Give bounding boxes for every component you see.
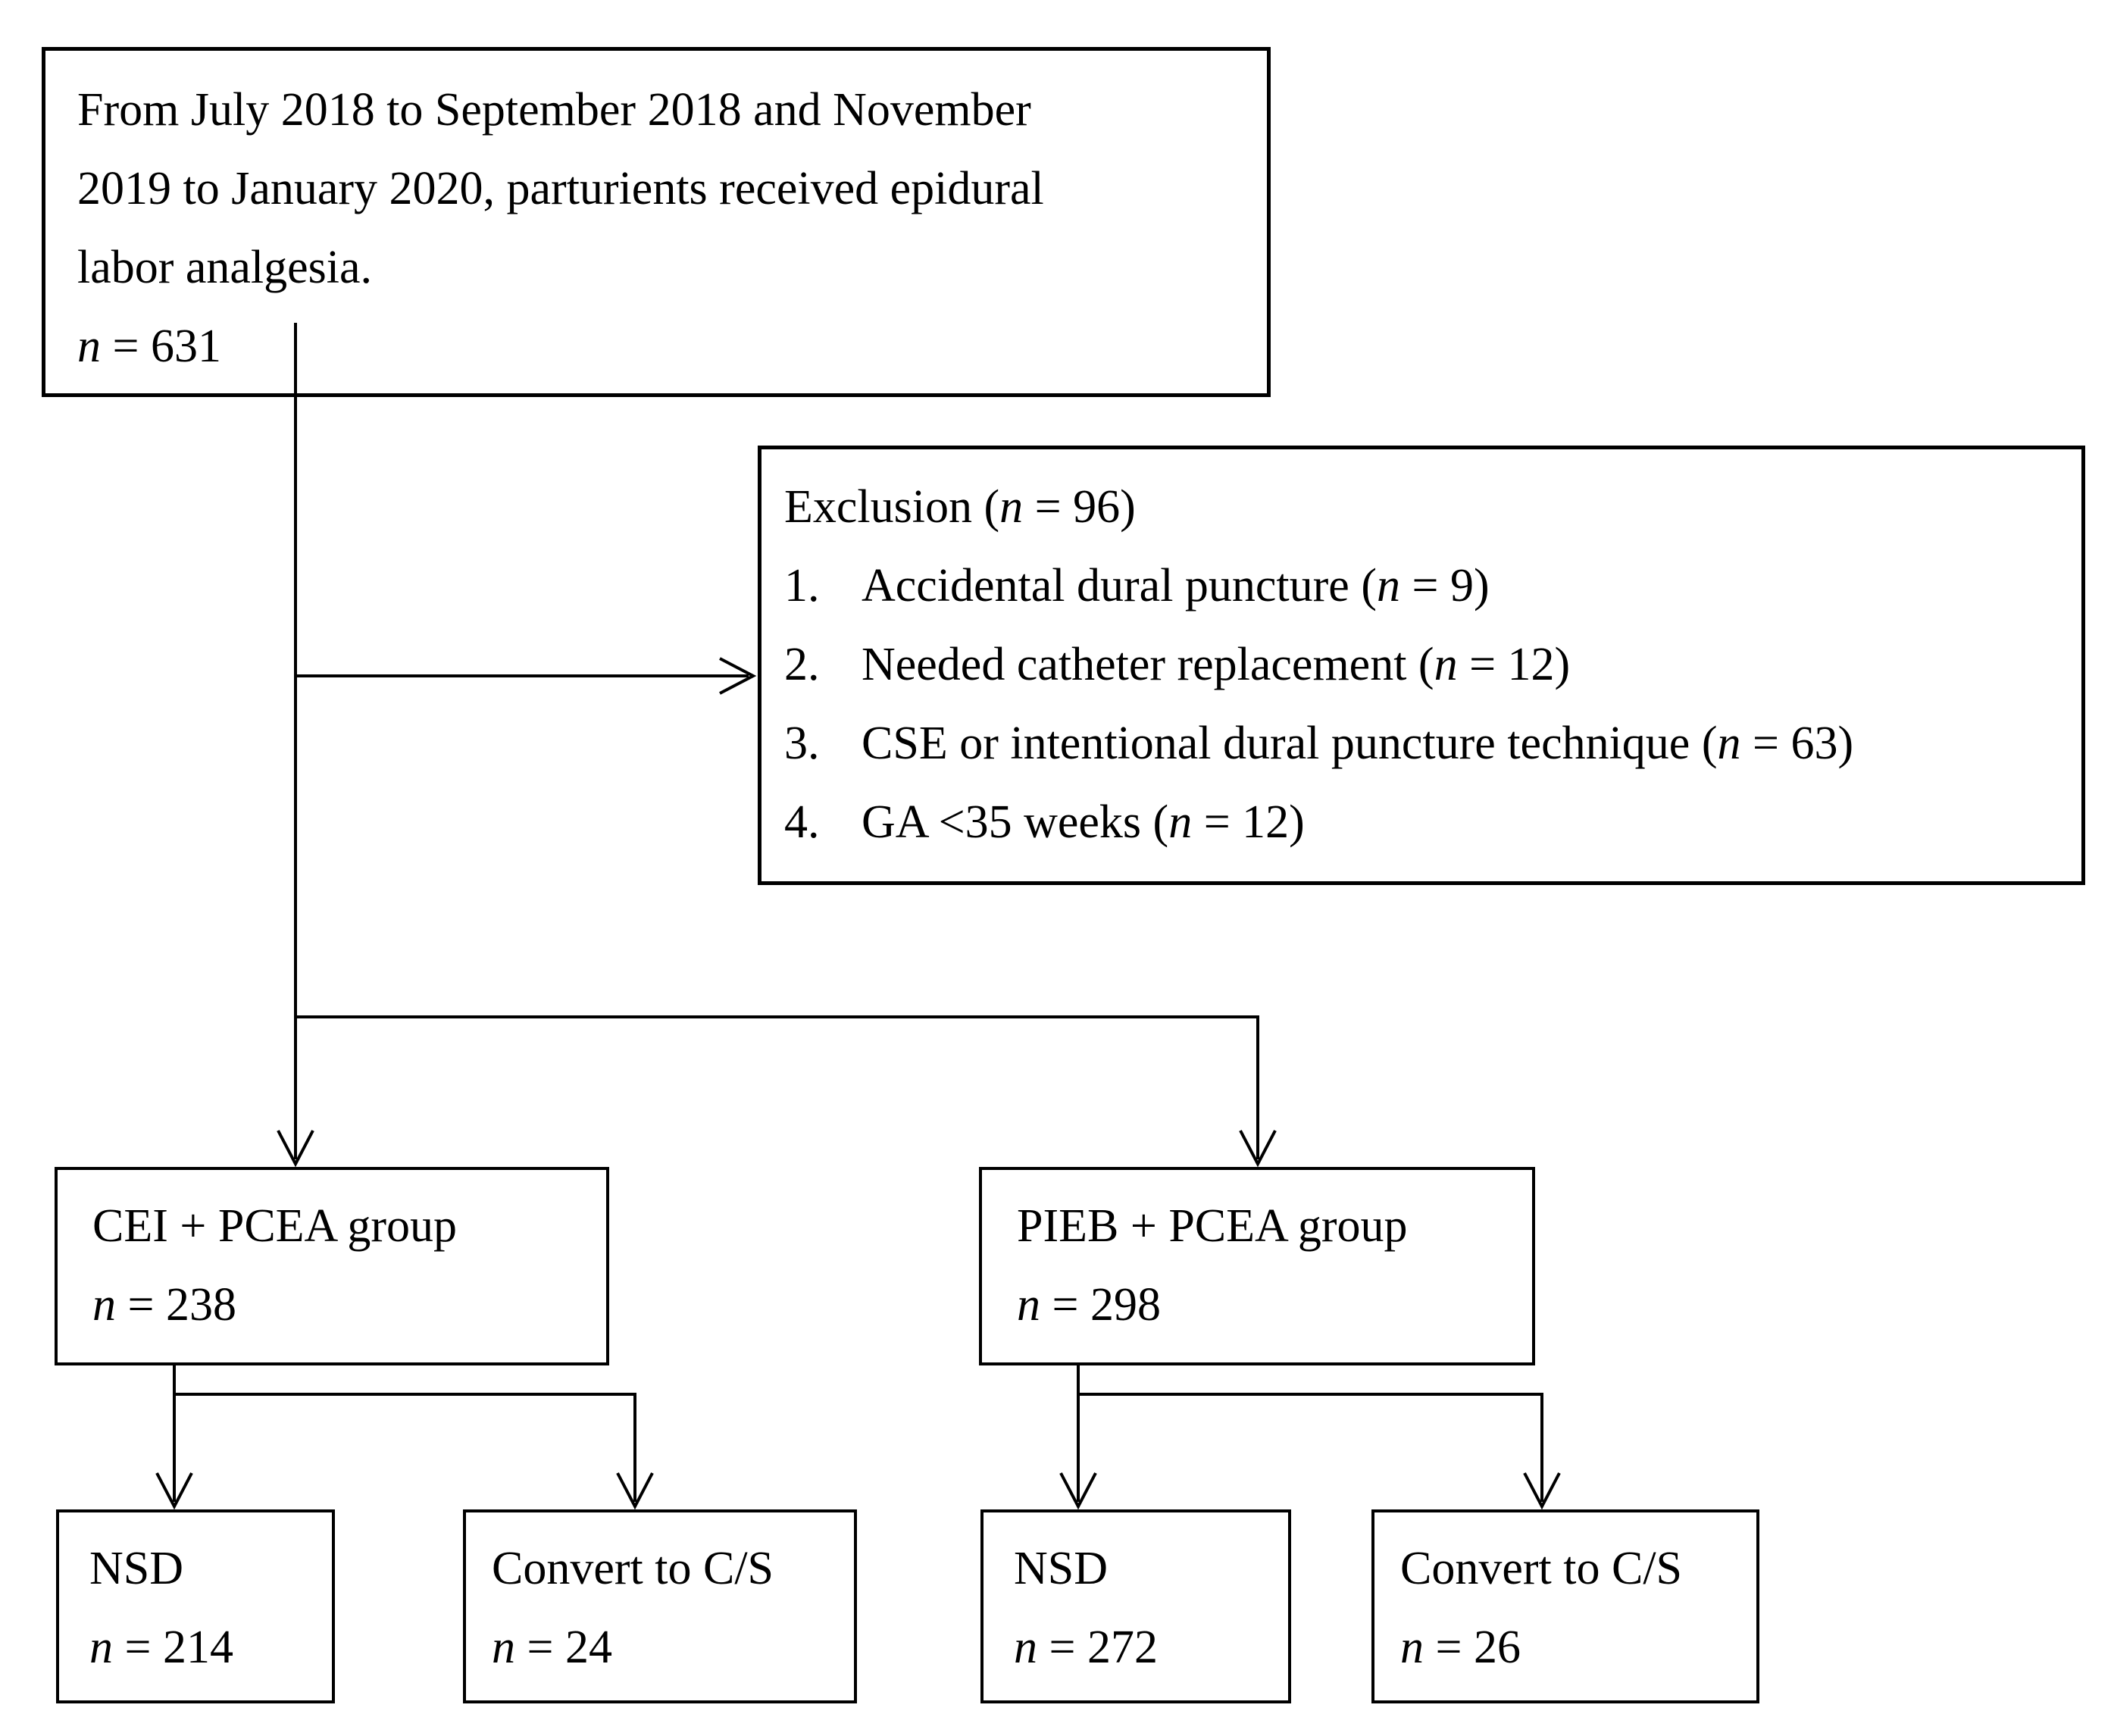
n-symbol: n	[492, 1622, 515, 1673]
outcome-name: NSD	[89, 1543, 184, 1594]
outcome-count: n = 26	[1400, 1608, 1731, 1687]
n-symbol: n	[1434, 639, 1458, 690]
n-value: = 298	[1040, 1279, 1161, 1331]
arrowhead-to-cei-convert	[616, 1472, 654, 1510]
item-reason: Accidental dural puncture (	[862, 560, 1377, 612]
pieb-nsd-outcome-box: NSD n = 272	[980, 1509, 1291, 1703]
n-symbol: n	[92, 1279, 116, 1331]
item-text: Accidental dural puncture (n = 9)	[862, 546, 1490, 625]
cei-pcea-group-box: CEI + PCEA group n = 238	[55, 1167, 609, 1365]
item-number: 2.	[784, 639, 820, 690]
n-symbol: n	[1168, 796, 1193, 848]
item-reason: CSE or intentional dural puncture techni…	[862, 718, 1718, 769]
exclusion-box: Exclusion (n = 96) 1. Accidental dural p…	[758, 446, 2085, 885]
exclusion-item-3: 3. CSE or intentional dural puncture tec…	[784, 704, 2059, 783]
enrollment-count: n = 631	[77, 307, 1235, 386]
n-symbol: n	[1400, 1622, 1424, 1673]
n-value: = 214	[113, 1622, 233, 1673]
group-name: CEI + PCEA group	[92, 1200, 458, 1252]
item-text: CSE or intentional dural puncture techni…	[862, 704, 1853, 783]
n-value: = 24	[515, 1622, 612, 1673]
item-text: Needed catheter replacement (n = 12)	[862, 625, 1570, 704]
n-value: = 238	[116, 1279, 236, 1331]
item-text: GA <35 weeks (n = 12)	[862, 783, 1305, 862]
outcome-count: n = 272	[1014, 1608, 1258, 1687]
enrollment-box: From July 2018 to September 2018 and Nov…	[42, 47, 1271, 397]
n-symbol: n	[999, 481, 1024, 533]
outcome-name: NSD	[1014, 1543, 1109, 1594]
n-symbol: n	[77, 321, 101, 372]
pieb-pcea-group-box: PIEB + PCEA group n = 298	[979, 1167, 1535, 1365]
group-count: n = 298	[1017, 1265, 1497, 1344]
enrollment-text-line2: 2019 to January 2020, parturients receiv…	[77, 163, 1044, 214]
item-reason: Needed catheter replacement (	[862, 639, 1434, 690]
item-number: 1.	[784, 560, 820, 612]
arrowhead-to-cei-group	[277, 1130, 314, 1168]
group-count: n = 238	[92, 1265, 571, 1344]
group-name: PIEB + PCEA group	[1017, 1200, 1408, 1252]
n-value: = 12)	[1457, 639, 1571, 690]
exclusion-item-1: 1. Accidental dural puncture (n = 9)	[784, 546, 2059, 625]
cei-convert-cs-outcome-box: Convert to C/S n = 24	[463, 1509, 857, 1703]
arrowhead-to-pieb-convert	[1523, 1472, 1561, 1510]
item-number: 3.	[784, 718, 820, 769]
n-symbol: n	[1017, 1279, 1040, 1331]
outcome-name: Convert to C/S	[1400, 1543, 1683, 1594]
enrollment-text-line1: From July 2018 to September 2018 and Nov…	[77, 84, 1031, 136]
item-number: 4.	[784, 796, 820, 848]
arrowhead-to-pieb-group	[1239, 1130, 1277, 1168]
arrowhead-to-pieb-nsd	[1059, 1472, 1097, 1510]
exclusion-item-4: 4. GA <35 weeks (n = 12)	[784, 783, 2059, 862]
n-value: = 12)	[1192, 796, 1305, 848]
enrollment-text-line3: labor analgesia.	[77, 242, 373, 293]
exclusion-title: Exclusion (n = 96)	[784, 468, 2059, 546]
n-symbol: n	[1014, 1622, 1037, 1673]
pieb-convert-cs-outcome-box: Convert to C/S n = 26	[1371, 1509, 1759, 1703]
arrowhead-to-exclusion	[719, 657, 757, 695]
exclusion-item-2: 2. Needed catheter replacement (n = 12)	[784, 625, 2059, 704]
item-reason: GA <35 weeks (	[862, 796, 1169, 848]
cei-nsd-outcome-box: NSD n = 214	[56, 1509, 335, 1703]
n-value: = 26	[1424, 1622, 1521, 1673]
n-value: = 272	[1037, 1622, 1158, 1673]
n-value: = 96)	[1023, 481, 1136, 533]
n-value: = 631	[101, 321, 221, 372]
outcome-count: n = 24	[492, 1608, 828, 1687]
n-value: = 63)	[1740, 718, 1854, 769]
n-symbol: n	[1376, 560, 1400, 612]
n-value: = 9)	[1399, 560, 1490, 612]
n-symbol: n	[89, 1622, 113, 1673]
outcome-count: n = 214	[89, 1608, 302, 1687]
n-symbol: n	[1717, 718, 1741, 769]
outcome-name: Convert to C/S	[492, 1543, 774, 1594]
arrowhead-to-cei-nsd	[155, 1472, 193, 1510]
exclusion-title-text: Exclusion (	[784, 481, 1000, 533]
